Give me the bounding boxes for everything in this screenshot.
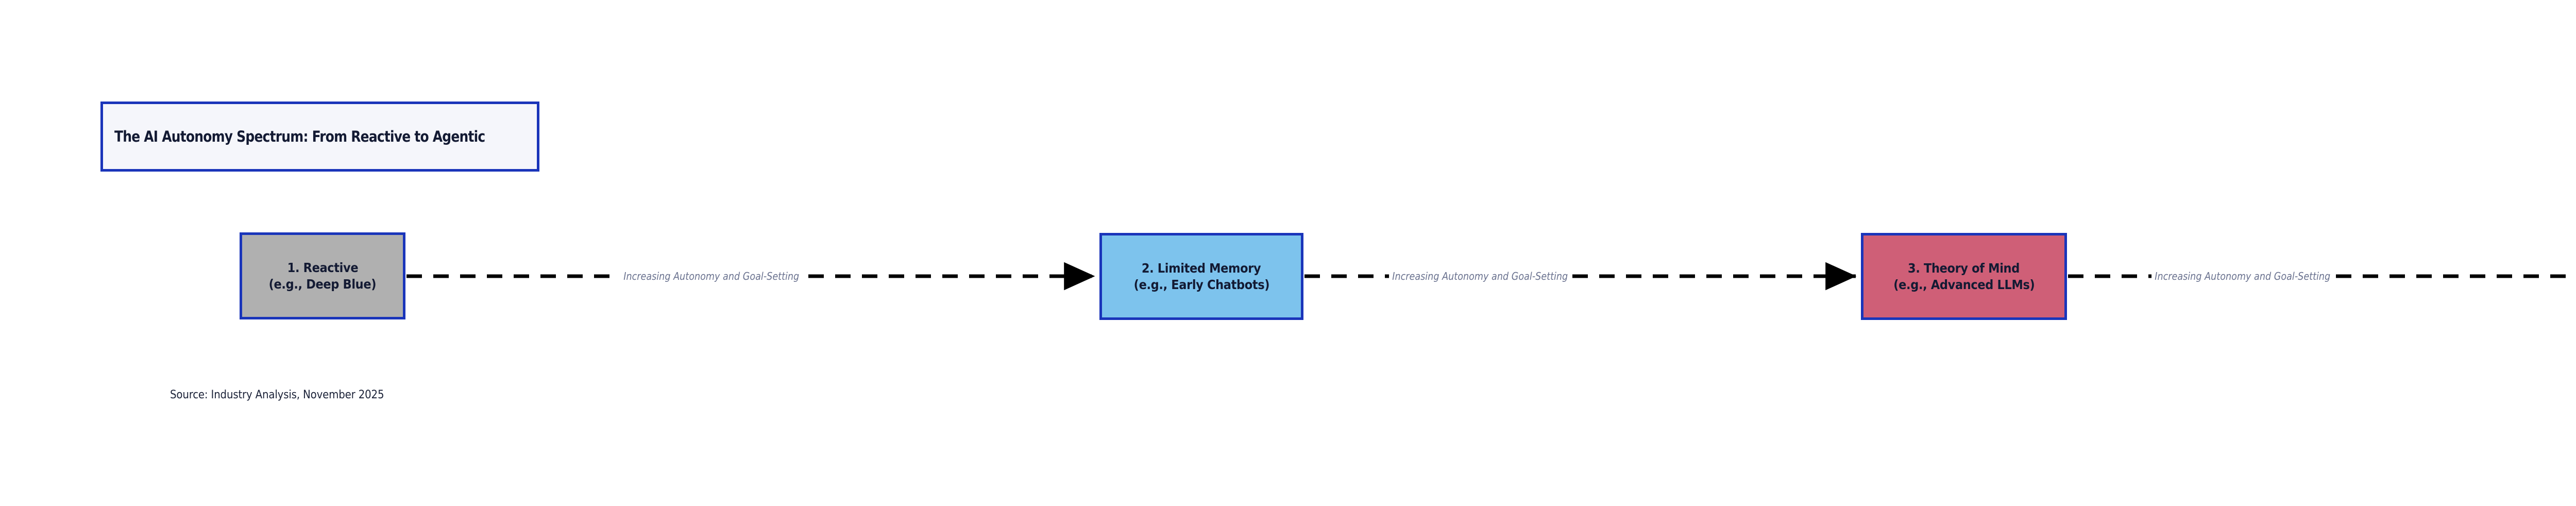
node-limited-memory-subtitle: (e.g., Early Chatbots) — [1133, 277, 1269, 292]
node-limited-memory[interactable]: 2. Limited Memory (e.g., Early Chatbots) — [1099, 233, 1303, 320]
edge-label-node3-node4: Increasing Autonomy and Goal-Setting — [2151, 267, 2334, 285]
source-caption: Source: Industry Analysis, November 2025 — [170, 389, 384, 401]
page-title: The AI Autonomy Spectrum: From Reactive … — [114, 128, 485, 145]
node-reactive-title: 1. Reactive — [287, 260, 358, 275]
diagram-title-box: The AI Autonomy Spectrum: From Reactive … — [100, 102, 539, 172]
edge-label-node2-node3: Increasing Autonomy and Goal-Setting — [1389, 267, 1571, 285]
node-theory-of-mind-subtitle: (e.g., Advanced LLMs) — [1893, 277, 2035, 292]
node-theory-of-mind[interactable]: 3. Theory of Mind (e.g., Advanced LLMs) — [1861, 233, 2067, 320]
node-limited-memory-title: 2. Limited Memory — [1142, 260, 1261, 276]
node-reactive[interactable]: 1. Reactive (e.g., Deep Blue) — [240, 232, 405, 319]
node-theory-of-mind-title: 3. Theory of Mind — [1908, 260, 2020, 276]
node-reactive-subtitle: (e.g., Deep Blue) — [268, 276, 377, 292]
edge-label-node1-node2: Increasing Autonomy and Goal-Setting — [620, 267, 803, 285]
